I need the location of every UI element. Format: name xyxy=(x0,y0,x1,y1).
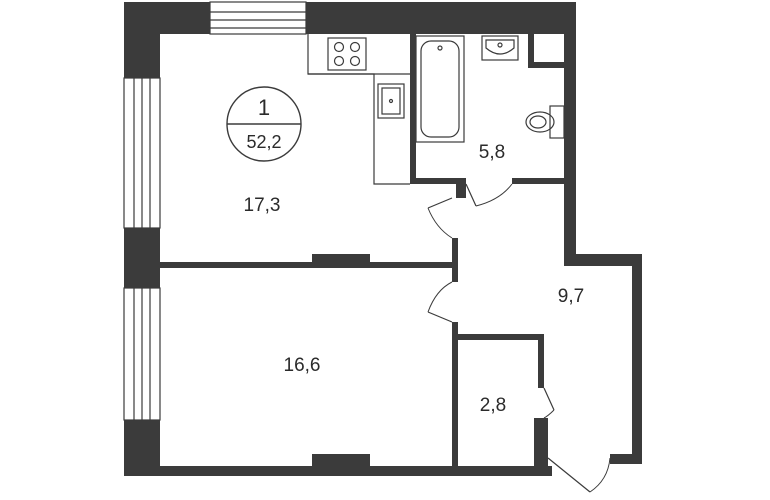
wall-bathroom-bottom-left xyxy=(410,178,466,184)
door-kitchen xyxy=(427,197,453,239)
wall-hall-lower xyxy=(452,322,458,472)
kitchen-counter xyxy=(307,34,410,185)
apartment-rooms: 1 xyxy=(258,95,270,120)
area-storage: 2,8 xyxy=(480,395,506,416)
apartment-badge: 1 52,2 xyxy=(226,86,302,162)
wall-left-middle xyxy=(124,228,160,288)
wall-storage-top xyxy=(452,334,544,340)
area-bedroom: 16,6 xyxy=(284,355,321,376)
wall-right-upper xyxy=(564,2,576,262)
area-bathroom: 5,8 xyxy=(479,142,505,163)
window-left-lower xyxy=(123,287,161,421)
wall-right-step xyxy=(564,254,642,266)
toilet-icon xyxy=(525,105,565,139)
kitchen-sink-icon xyxy=(377,83,405,119)
shaft-wall xyxy=(528,34,534,68)
bathtub-icon xyxy=(415,35,465,143)
radiator-bedroom xyxy=(312,454,370,468)
window-top xyxy=(209,1,307,35)
door-bathroom xyxy=(465,183,513,207)
wall-partition-kitchen-bedroom xyxy=(160,262,456,268)
wall-top-right xyxy=(306,2,576,34)
apartment-total-area: 52,2 xyxy=(246,132,281,152)
windows xyxy=(123,1,307,421)
wall-bathroom-bottom-right xyxy=(512,178,570,184)
wall-bottom xyxy=(124,466,552,476)
wall-hall-upper xyxy=(452,238,458,282)
wall-storage-right xyxy=(538,334,544,388)
shaft-wall-bottom xyxy=(528,62,568,68)
washbasin-icon xyxy=(481,35,519,61)
stove-icon xyxy=(327,37,367,71)
wall-stub-bath xyxy=(456,178,466,198)
wall-storage-right-low xyxy=(534,418,548,474)
wall-entrance-right xyxy=(610,454,642,464)
door-bedroom xyxy=(427,281,453,323)
walls xyxy=(124,2,642,476)
door-entrance xyxy=(547,457,611,493)
wall-bathroom-left xyxy=(410,34,416,184)
wall-right-lower xyxy=(632,254,642,464)
door-storage xyxy=(543,387,555,419)
area-hallway: 9,7 xyxy=(558,286,584,307)
area-kitchen-living: 17,3 xyxy=(244,195,281,216)
window-left-upper xyxy=(123,77,161,229)
wall-left-top xyxy=(124,2,160,78)
radiator-kitchen xyxy=(312,254,370,264)
